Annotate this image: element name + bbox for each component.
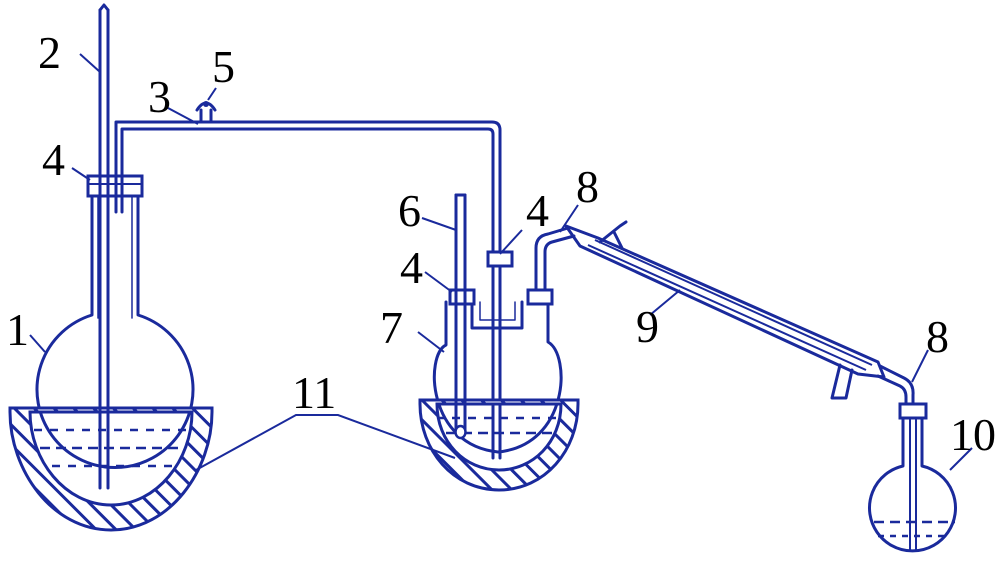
label-connecting-tube: 3 bbox=[148, 71, 171, 122]
label-flask-stopper: 4 bbox=[42, 134, 65, 185]
pinch-clamp bbox=[195, 101, 217, 124]
label-flask: 1 bbox=[6, 304, 29, 355]
connecting-tube bbox=[114, 120, 502, 460]
label-receiver-adapter: 8 bbox=[926, 311, 949, 362]
flask-heating-bath bbox=[8, 406, 214, 532]
label-thermometer-stopper: 4 bbox=[400, 242, 423, 293]
label-clamp: 5 bbox=[212, 41, 235, 92]
receiver-flask bbox=[868, 402, 957, 553]
label-side-arm-adapter: 8 bbox=[576, 161, 599, 212]
flask-liquid bbox=[34, 410, 196, 468]
distilling-heating-bath bbox=[418, 398, 580, 492]
label-condenser: 9 bbox=[636, 301, 659, 352]
label-receiver: 10 bbox=[950, 409, 996, 460]
label-thermometer: 6 bbox=[398, 185, 421, 236]
leader-lines bbox=[29, 53, 973, 471]
distilling-flask bbox=[432, 300, 563, 454]
condenser bbox=[564, 220, 886, 400]
label-tube-stopper: 4 bbox=[526, 185, 549, 236]
side-arm-adapter bbox=[534, 226, 576, 292]
label-safety-tube: 2 bbox=[38, 27, 61, 78]
steam-generator-flask bbox=[35, 193, 195, 469]
label-distilling-flask: 7 bbox=[380, 302, 403, 353]
thermometer bbox=[454, 193, 467, 440]
label-heating-bath: 11 bbox=[292, 367, 336, 418]
safety-tube bbox=[98, 3, 110, 490]
receiver-adapter bbox=[876, 364, 915, 408]
